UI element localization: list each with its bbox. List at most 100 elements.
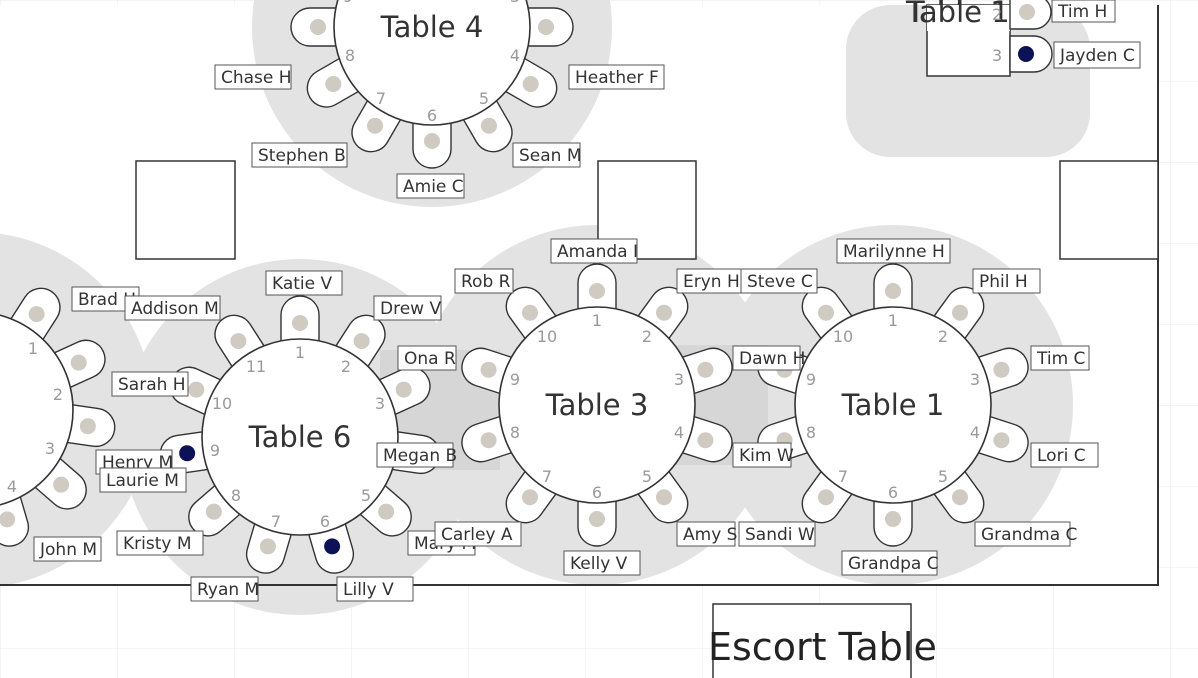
- guest-label-box[interactable]: [732, 345, 801, 371]
- guest-label-box[interactable]: [563, 550, 641, 576]
- guest-label[interactable]: Ryan M: [190, 576, 259, 602]
- guest-label-box[interactable]: [373, 295, 442, 321]
- guest-label[interactable]: Steve C: [740, 268, 818, 294]
- guest-label-box[interactable]: [190, 576, 259, 602]
- guest-label-box[interactable]: [265, 270, 343, 296]
- guest-label-box[interactable]: [214, 64, 292, 90]
- guest-label-box[interactable]: [512, 142, 581, 168]
- seat[interactable]: [873, 496, 913, 547]
- guest-label[interactable]: Sarah H: [111, 371, 189, 397]
- pillar-left[interactable]: [135, 160, 236, 260]
- guest-label-box[interactable]: [550, 238, 638, 264]
- seat-number: 7: [838, 467, 848, 486]
- seat-dot: [480, 432, 497, 449]
- seat[interactable]: [412, 118, 452, 169]
- seat-dot: [230, 333, 247, 350]
- table-4-top[interactable]: [333, 0, 531, 126]
- guest-label[interactable]: Carley A: [434, 521, 522, 547]
- guest-label-box[interactable]: [972, 268, 1041, 294]
- seat[interactable]: [62, 403, 117, 449]
- pillar-right[interactable]: [1059, 160, 1159, 260]
- seat[interactable]: [290, 7, 341, 47]
- table-7[interactable]: 71234: [0, 269, 117, 551]
- guest-label[interactable]: Lilly V: [336, 576, 414, 602]
- guest-label[interactable]: Drew V: [373, 295, 442, 321]
- guest-label[interactable]: Laurie M: [99, 467, 187, 493]
- guest-label[interactable]: Tim C: [1030, 345, 1090, 371]
- guest-label-box[interactable]: [251, 142, 348, 168]
- guest-label-box[interactable]: [116, 530, 204, 556]
- guest-label[interactable]: Grandma C: [974, 521, 1077, 547]
- guest-label-box[interactable]: [434, 521, 522, 547]
- guest-label-box[interactable]: [974, 521, 1071, 547]
- guest-label-box[interactable]: [1030, 345, 1090, 371]
- guest-label-box[interactable]: [397, 345, 457, 371]
- guest-label[interactable]: Amanda I: [550, 238, 638, 264]
- guest-label[interactable]: John M: [33, 536, 102, 562]
- guest-label[interactable]: [1051, 0, 1116, 23]
- seat[interactable]: [523, 7, 574, 47]
- escort-table-top[interactable]: [712, 603, 912, 678]
- guest-label-box[interactable]: [33, 536, 102, 562]
- seat[interactable]: [873, 263, 913, 314]
- table-4[interactable]: Table 49876543: [290, 0, 574, 169]
- seat-dot: [325, 76, 342, 92]
- guest-label[interactable]: Lori C: [1030, 442, 1099, 468]
- guest-label[interactable]: Addison M: [124, 295, 221, 321]
- guest-label-box[interactable]: [676, 521, 736, 547]
- guest-label[interactable]: Katie V: [265, 270, 343, 296]
- guest-label[interactable]: Grandpa C: [841, 550, 939, 576]
- guest-label-box[interactable]: [99, 467, 187, 493]
- guest-label[interactable]: Dawn H: [732, 345, 805, 371]
- guest-label[interactable]: Phil H: [972, 268, 1041, 294]
- guest-label-box[interactable]: [454, 268, 514, 294]
- table-13[interactable]: Table 13 Table 13 2 3 Tim H Jayden C: [905, 0, 1141, 77]
- guest-label-box[interactable]: [732, 442, 792, 468]
- table-6-top[interactable]: [201, 338, 399, 536]
- seat[interactable]: [280, 295, 320, 346]
- guest-label-box[interactable]: [738, 521, 816, 547]
- guest-label[interactable]: Rob R: [454, 268, 514, 294]
- guest-label-box[interactable]: [676, 268, 745, 294]
- table-1-top[interactable]: [794, 306, 992, 504]
- guest-label[interactable]: Amy S: [676, 521, 737, 547]
- guest-label-box[interactable]: [124, 295, 221, 321]
- guest-label[interactable]: Ona R: [397, 345, 457, 371]
- guest-label-box[interactable]: [740, 268, 818, 294]
- table-3-top[interactable]: [498, 306, 696, 504]
- guest-label[interactable]: Amie C: [396, 173, 465, 199]
- guest-label[interactable]: Marilynne H: [836, 238, 951, 264]
- guest-label[interactable]: Stephen B: [251, 142, 348, 168]
- guest-label-text: Stephen B: [258, 146, 346, 166]
- seat[interactable]: [577, 263, 617, 314]
- seat[interactable]: [577, 496, 617, 547]
- guest-label[interactable]: Sean M: [512, 142, 582, 168]
- guest-label[interactable]: [1053, 41, 1141, 69]
- guest-label[interactable]: Kelly V: [563, 550, 641, 576]
- guest-label-box[interactable]: [396, 173, 465, 199]
- guest-label[interactable]: Kim W: [732, 442, 794, 468]
- guest-label[interactable]: Sandi W: [738, 521, 816, 547]
- seat-number: 5: [938, 467, 948, 486]
- guest-label-box[interactable]: [836, 238, 951, 264]
- guest-label-text: Grandpa C: [848, 554, 939, 574]
- guest-label[interactable]: Eryn H: [676, 268, 745, 294]
- guest-label-box[interactable]: [336, 576, 414, 602]
- seat[interactable]: [0, 492, 33, 551]
- guest-label-box[interactable]: [841, 550, 938, 576]
- guest-label[interactable]: Heather F: [568, 64, 665, 90]
- guest-label-box[interactable]: [376, 442, 454, 468]
- guest-label[interactable]: Megan B: [376, 442, 457, 468]
- guest-label[interactable]: Chase H: [214, 64, 292, 90]
- escort-table[interactable]: Escort Table: [708, 603, 937, 678]
- table-7-top[interactable]: [0, 312, 74, 508]
- guest-label-box[interactable]: [111, 371, 189, 397]
- guest-label[interactable]: Kristy M: [116, 530, 204, 556]
- guest-label-box[interactable]: [568, 64, 665, 90]
- guest-label-box[interactable]: [1030, 442, 1099, 468]
